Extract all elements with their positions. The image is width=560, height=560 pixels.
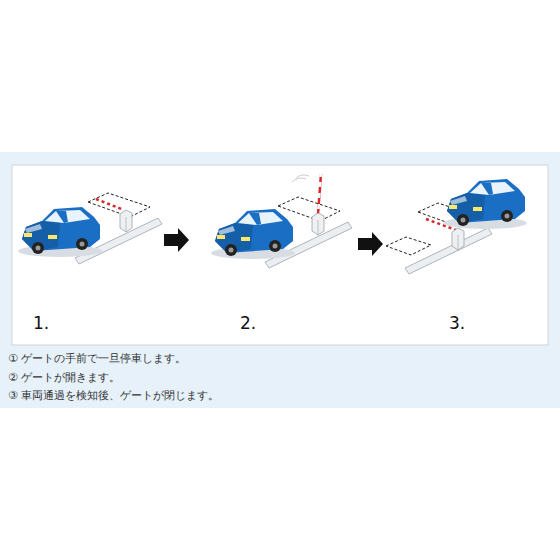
step-2-scene — [211, 174, 352, 268]
step-3-scene — [386, 179, 527, 274]
figure-frame — [12, 165, 548, 345]
step-note: ② ゲートが開きます。 — [8, 370, 120, 385]
step-1-scene — [18, 193, 162, 264]
step-note: ③ 車両通過を検知後、ゲートが閉じます。 — [8, 388, 219, 403]
step-note: ① ゲートの手前で一旦停車します。 — [8, 351, 186, 366]
step-arrow — [358, 232, 383, 256]
step-number: 2. — [240, 313, 256, 333]
step-number: 3. — [449, 313, 465, 333]
step-number: 1. — [33, 313, 49, 333]
step-arrow — [164, 228, 189, 252]
panel-ground — [0, 152, 560, 408]
